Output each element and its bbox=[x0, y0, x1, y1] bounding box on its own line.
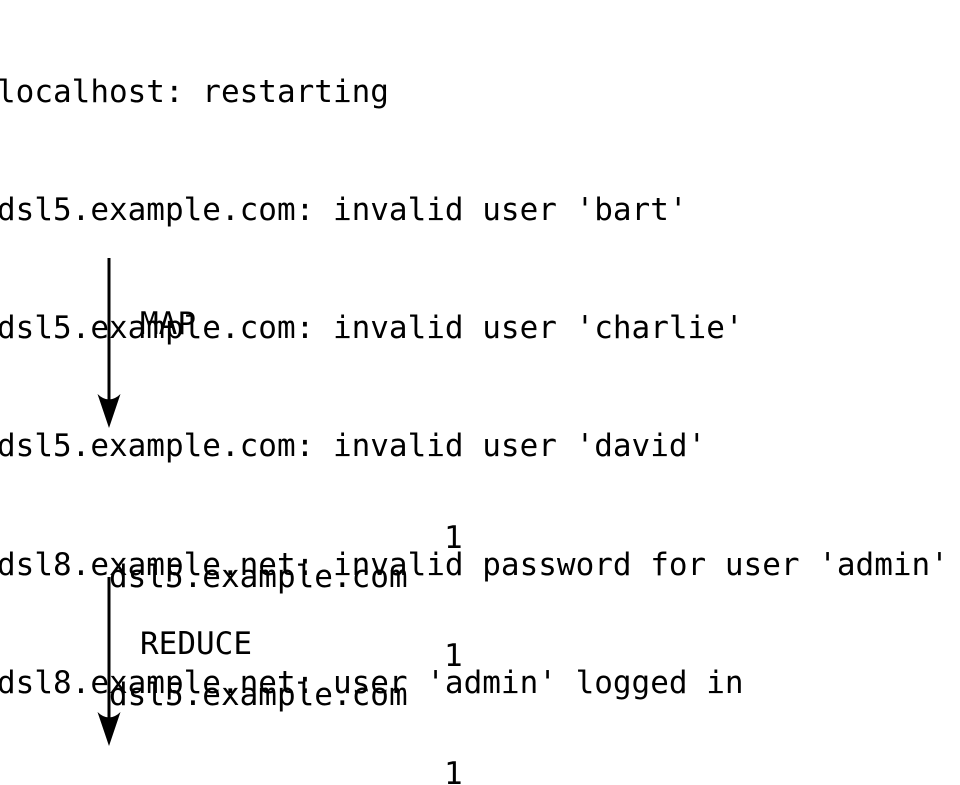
log-line: dsl5.example.com: invalid user 'david' bbox=[0, 428, 707, 465]
reduce-output-rows: dsl5.example.com 3 bbox=[0, 745, 597, 785]
map-output-count: 1 bbox=[444, 519, 463, 556]
log-line: dsl5.example.com: invalid user 'charlie' bbox=[0, 310, 744, 347]
map-output-count: 1 bbox=[444, 638, 463, 675]
log-line: dsl8.example.net: user 'admin' logged in bbox=[0, 664, 744, 701]
map-step-label: MAP bbox=[140, 306, 196, 342]
map-output-key: dsl5.example.com bbox=[108, 677, 408, 714]
log-line: dsl8.example.net: invalid password for u… bbox=[0, 546, 949, 583]
map-output-row: dsl5.example.com 1 bbox=[0, 637, 597, 713]
log-line: localhost: restarting bbox=[0, 73, 389, 110]
map-output-count: 1 bbox=[444, 756, 463, 785]
map-output-key: dsl5.example.com bbox=[108, 559, 408, 596]
map-output-row: dsl5.example.com 1 bbox=[0, 755, 597, 785]
map-arrow-icon bbox=[97, 258, 121, 428]
log-line: dsl5.example.com: invalid user 'bart' bbox=[0, 192, 688, 229]
map-output-row: dsl5.example.com 1 bbox=[0, 519, 597, 595]
reduce-arrow-icon bbox=[97, 577, 121, 746]
reduce-step-label: REDUCE bbox=[140, 626, 252, 662]
map-output-rows: dsl5.example.com 1 dsl5.example.com 1 ds… bbox=[0, 440, 597, 785]
